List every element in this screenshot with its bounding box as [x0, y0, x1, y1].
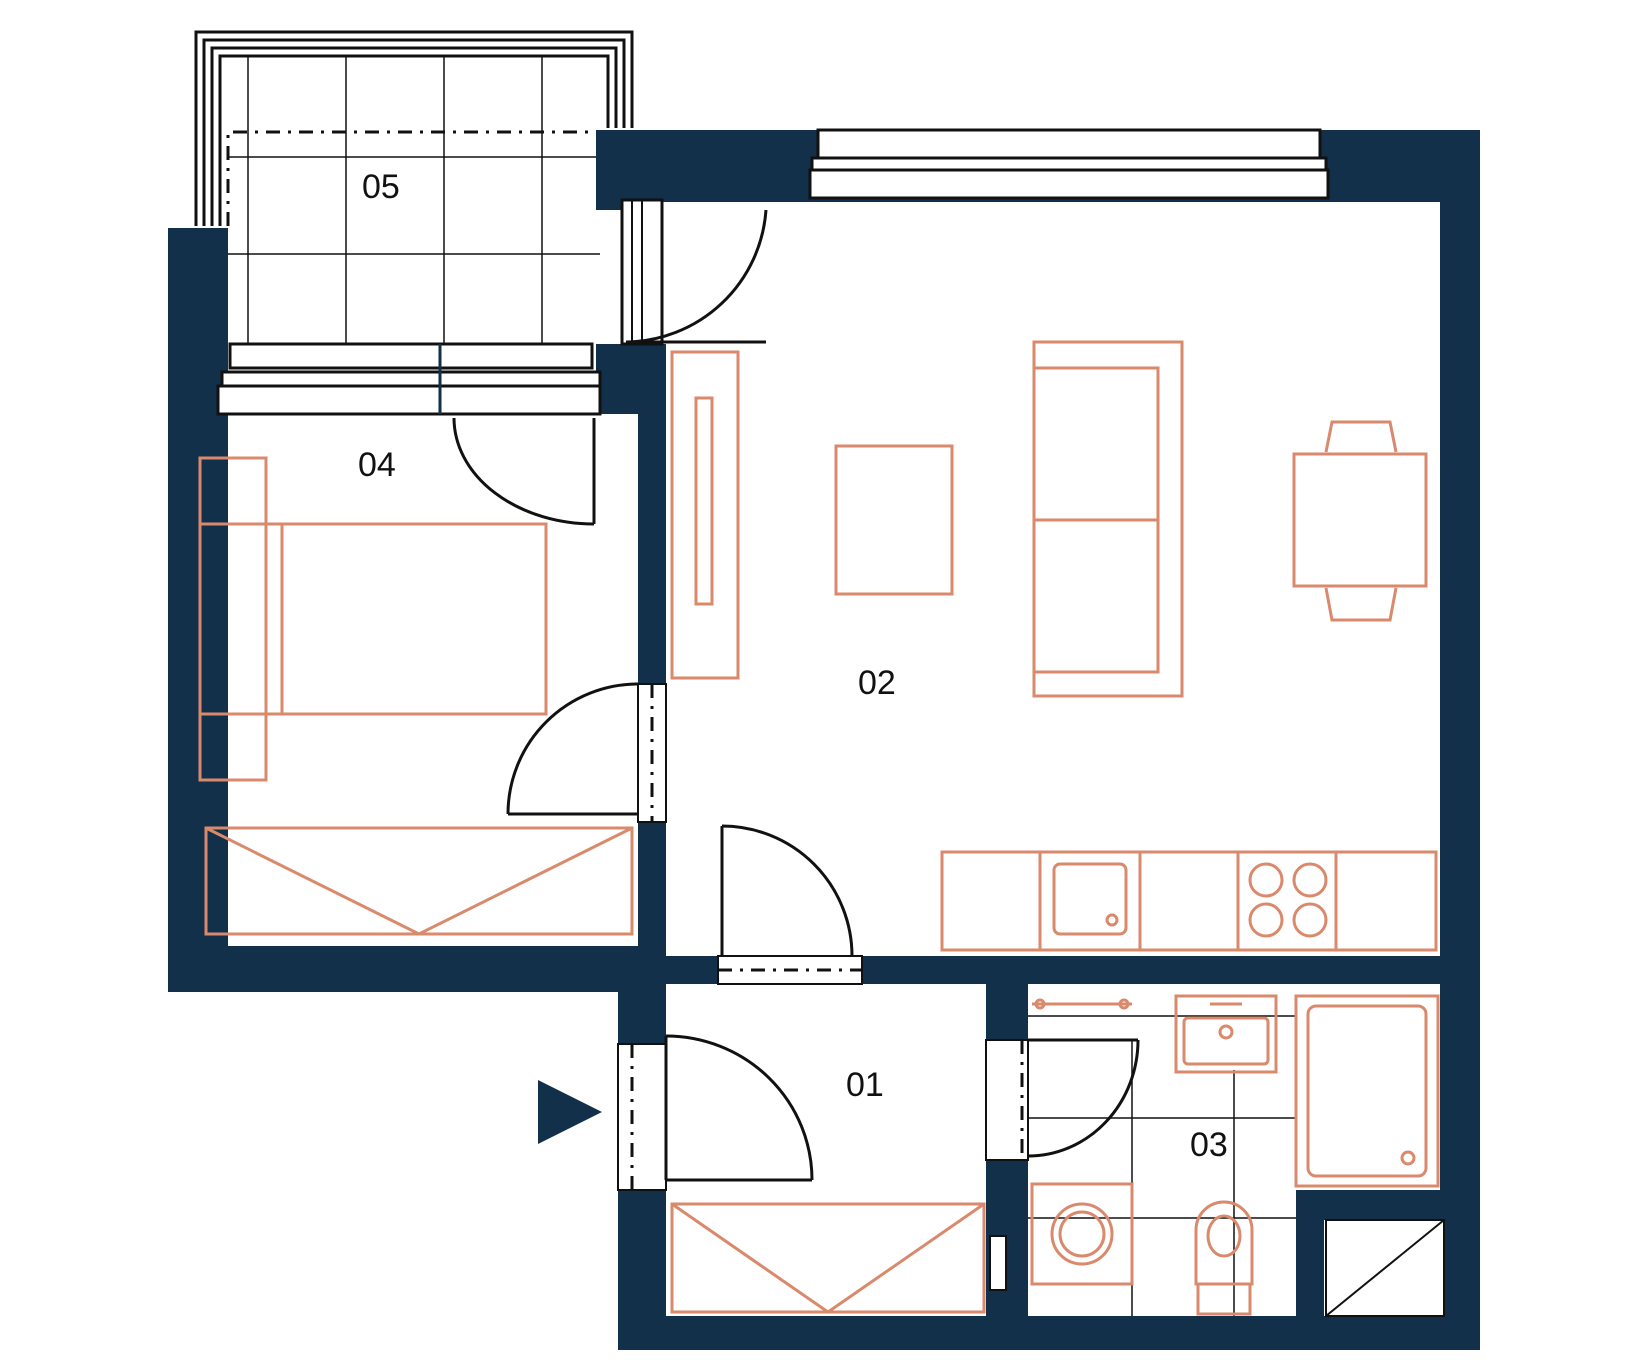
walls: [168, 130, 1480, 1350]
kitchen-counter: [940, 850, 1438, 952]
room-label-03: 03: [1190, 1126, 1228, 1164]
balcony-boundary-line: [226, 130, 600, 226]
bathtub: [1294, 994, 1440, 1188]
room-label-05: 05: [362, 168, 400, 206]
door-balcony-living: [625, 209, 768, 344]
balcony-tile-grid: [228, 56, 600, 348]
washbasin: [1174, 994, 1278, 1074]
dining-table: [1292, 420, 1428, 622]
coffee-table: [834, 444, 954, 596]
door-bedroom-balcony: [452, 417, 596, 526]
installation-shaft: [1325, 1219, 1445, 1317]
door-entrance: [617, 1034, 814, 1191]
balcony-railing: [194, 30, 634, 226]
window-living-balcony-frame: [620, 198, 664, 346]
bath-tile-grid: [1028, 1015, 1296, 1316]
window-bedroom-balcony: [216, 342, 602, 416]
living-cabinet: [670, 350, 740, 680]
room-label-04: 04: [358, 446, 396, 484]
washing-machine: [1030, 1182, 1134, 1286]
bedroom-wardrobe: [204, 826, 634, 936]
sofa: [1032, 340, 1184, 698]
room-label-02: 02: [858, 664, 896, 702]
towel-rail: [1032, 998, 1132, 1010]
furniture: [198, 340, 1440, 1316]
toilet: [1194, 1200, 1254, 1316]
door-bedroom-living: [506, 682, 667, 823]
entrance-arrow-icon: [538, 1080, 602, 1144]
door-hall-living: [717, 824, 863, 985]
bed: [198, 456, 548, 782]
room-label-01: 01: [846, 1066, 884, 1104]
hall-wardrobe: [670, 1202, 986, 1314]
bath-small-window: [989, 1235, 1007, 1291]
door-hall-bath: [985, 1038, 1140, 1161]
window-living-top: [808, 128, 1330, 200]
